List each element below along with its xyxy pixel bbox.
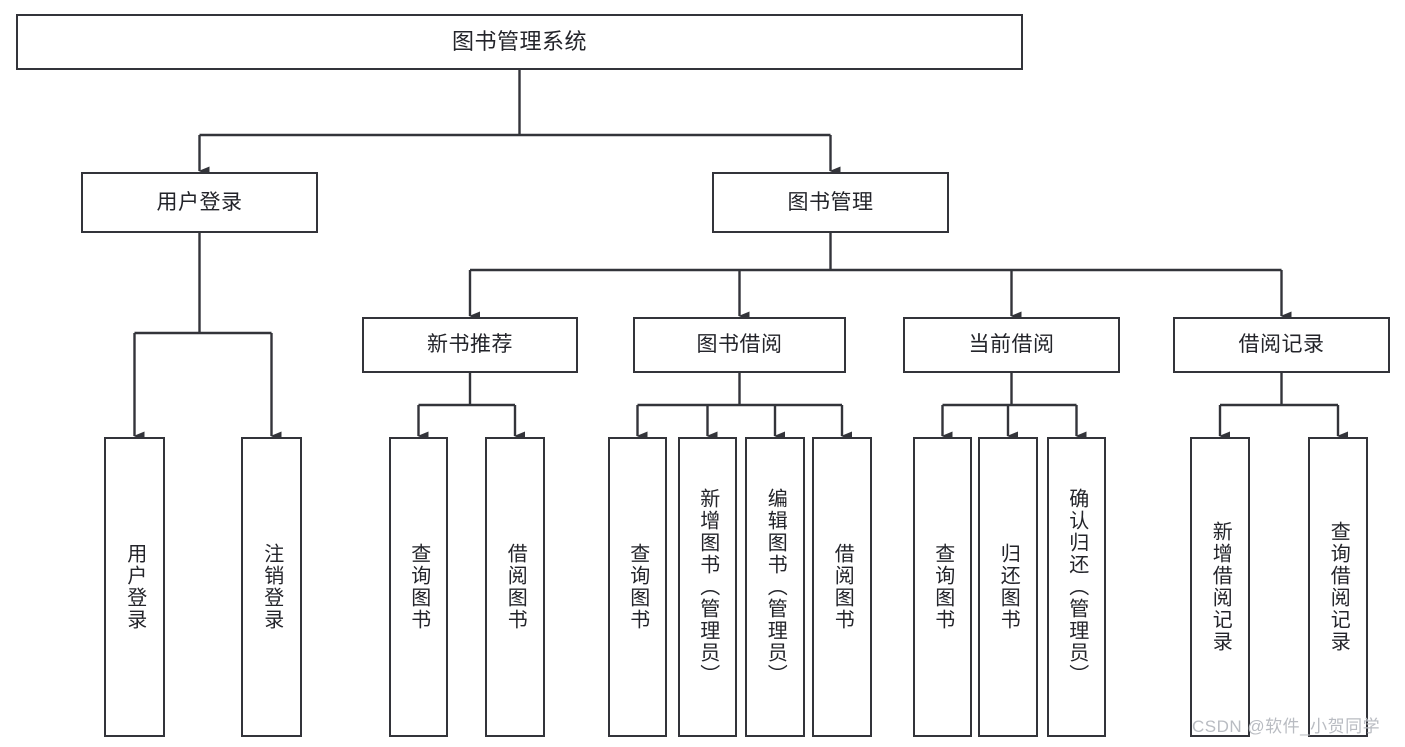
watermark-text: CSDN @软件_小贺同学 <box>1192 717 1381 736</box>
node-label: 编辑图书（管理员） <box>764 488 787 686</box>
node-leaf-add[interactable]: 新增图书（管理员） <box>678 437 737 737</box>
node-leaf-logout[interactable]: 注销登录 <box>241 437 302 737</box>
node-label: 图书管理 <box>787 190 874 214</box>
node-label: 用户登录 <box>156 190 243 214</box>
node-label: 图书借阅 <box>696 333 783 357</box>
node-label: 新增图书（管理员） <box>696 488 719 686</box>
node-leaf-return[interactable]: 归还图书 <box>978 437 1038 737</box>
node-login[interactable]: 用户登录 <box>81 172 318 233</box>
node-borrow[interactable]: 图书借阅 <box>633 317 846 373</box>
node-leaf-q1[interactable]: 查询图书 <box>389 437 448 737</box>
node-leaf-edit[interactable]: 编辑图书（管理员） <box>745 437 805 737</box>
node-leaf-q2[interactable]: 查询图书 <box>608 437 667 737</box>
node-label: 图书管理系统 <box>451 28 587 54</box>
node-leaf-login[interactable]: 用户登录 <box>104 437 165 737</box>
node-records[interactable]: 借阅记录 <box>1173 317 1390 373</box>
node-newbook[interactable]: 新书推荐 <box>362 317 578 373</box>
connector-group <box>133 70 1348 441</box>
node-label: 查询借阅记录 <box>1327 521 1350 653</box>
node-label: 查询图书 <box>626 543 649 631</box>
node-label: 确认归还（管理员） <box>1065 488 1088 686</box>
node-leaf-confirm[interactable]: 确认归还（管理员） <box>1047 437 1106 737</box>
node-label: 借阅记录 <box>1238 333 1325 357</box>
node-label: 注销登录 <box>260 543 283 631</box>
node-label: 新增借阅记录 <box>1209 521 1232 653</box>
node-label: 新书推荐 <box>427 333 513 357</box>
node-leaf-q3[interactable]: 查询图书 <box>913 437 972 737</box>
node-leaf-b1[interactable]: 借阅图书 <box>485 437 545 737</box>
node-leaf-addrec[interactable]: 新增借阅记录 <box>1190 437 1250 737</box>
node-leaf-qrec[interactable]: 查询借阅记录 <box>1308 437 1368 737</box>
node-label: 查询图书 <box>407 543 430 631</box>
node-current[interactable]: 当前借阅 <box>903 317 1120 373</box>
node-label: 归还图书 <box>997 543 1020 631</box>
node-label: 用户登录 <box>123 543 146 631</box>
node-label: 当前借阅 <box>968 333 1055 357</box>
node-label: 借阅图书 <box>504 543 527 631</box>
node-root[interactable]: 图书管理系统 <box>16 14 1023 70</box>
node-label: 查询图书 <box>931 543 954 631</box>
node-label: 借阅图书 <box>831 543 854 631</box>
node-bookmgmt[interactable]: 图书管理 <box>712 172 949 233</box>
node-leaf-b2[interactable]: 借阅图书 <box>812 437 872 737</box>
